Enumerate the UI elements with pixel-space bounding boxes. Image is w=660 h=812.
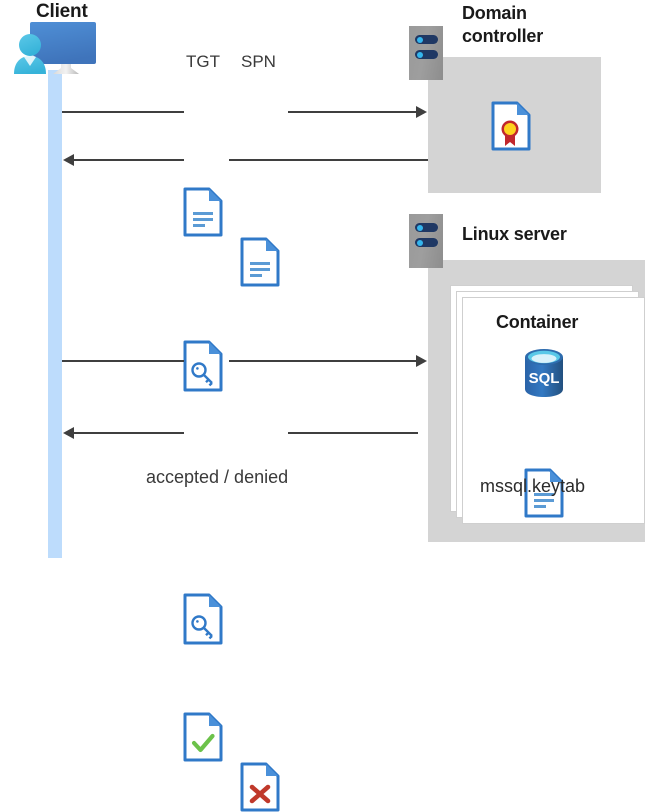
flow-4-arrowhead — [63, 427, 74, 439]
spn-label: SPN — [241, 52, 276, 71]
accepted-document-icon — [183, 712, 660, 762]
accepted-denied-label: accepted / denied — [146, 467, 289, 487]
keytab-filename-label: mssql.keytab — [480, 476, 586, 496]
flow-3-line-left — [62, 360, 184, 362]
flow-1-arrowhead — [416, 106, 427, 118]
flow-2-arrowhead — [63, 154, 74, 166]
tgt-document-icon — [183, 187, 660, 237]
denied-document-icon — [240, 762, 660, 812]
flow-1-line-left — [62, 111, 184, 113]
flow-4-line-right — [288, 432, 418, 434]
domain-controller-rack-icon — [409, 26, 443, 80]
sql-database-icon: SQL — [521, 347, 567, 404]
tgt-label: TGT — [186, 52, 220, 71]
svg-text:SQL: SQL — [529, 370, 560, 387]
request-key-document-icon — [183, 593, 660, 645]
domain-controller-label-line1: Domain — [462, 3, 527, 23]
certificate-document-icon — [491, 101, 660, 151]
domain-controller-label-line2: controller — [462, 26, 544, 46]
flow-3-line-right — [229, 360, 418, 362]
rack-slot-icon — [415, 238, 438, 247]
client-label: Client — [36, 1, 88, 22]
client-lifeline — [48, 70, 62, 558]
rack-slot-icon — [415, 223, 438, 232]
flow-3-arrowhead — [416, 355, 427, 367]
flow-1-line-right — [288, 111, 418, 113]
client-icon — [8, 20, 120, 82]
rack-slot-icon — [415, 35, 438, 44]
flow-2-line-right — [229, 159, 428, 161]
user-with-monitor-icon — [14, 22, 96, 74]
domain-controller-label: Domain controller — [462, 2, 642, 48]
linux-server-rack-icon — [409, 214, 443, 268]
linux-server-label: Linux server — [462, 224, 567, 244]
rack-slot-icon — [415, 50, 438, 59]
flow-2-line-left — [74, 159, 184, 161]
keytab-document-icon — [524, 468, 660, 518]
flow-4-line-left — [74, 432, 184, 434]
ticket-key-document-icon — [183, 340, 660, 392]
spn-document-icon — [240, 237, 660, 287]
container-label: Container — [496, 312, 579, 332]
